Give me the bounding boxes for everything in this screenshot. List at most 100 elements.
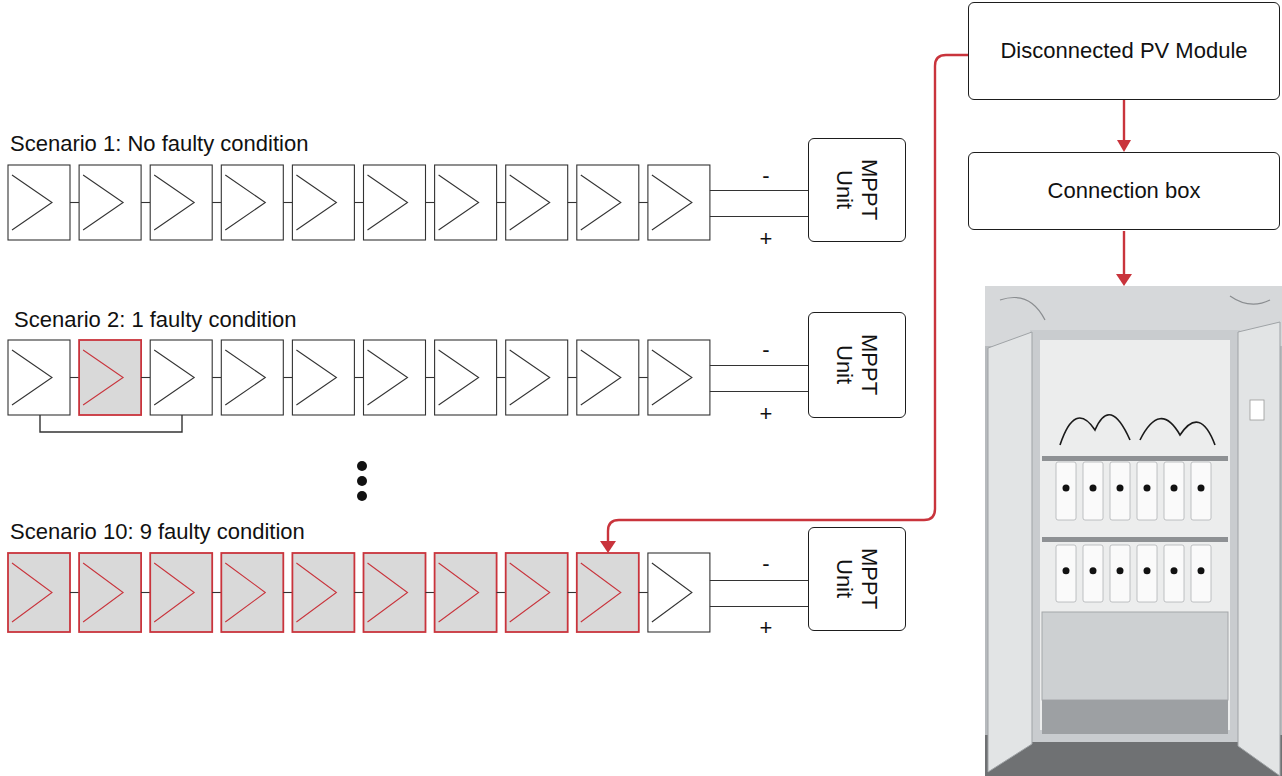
cable: [1060, 415, 1215, 445]
node-text: Connection box: [1048, 178, 1201, 204]
string-wire: [426, 202, 435, 203]
connector-dot: [1171, 567, 1178, 574]
pv-strings: [8, 165, 808, 632]
din-rail: [1042, 537, 1228, 542]
junction-box: [1191, 462, 1211, 520]
faulty-pv-module: [577, 553, 639, 632]
polarity-sign: -: [754, 551, 778, 576]
node-text: MPPT Unit: [832, 538, 883, 620]
string-wire: [141, 592, 150, 593]
pv-module: [435, 165, 497, 240]
pointer-line: [1123, 231, 1125, 276]
arrow-head: [1117, 140, 1131, 152]
string-wire: [639, 202, 648, 203]
bypass-bracket: [40, 415, 182, 432]
output-wire: [710, 391, 808, 392]
info-box: Disconnected PV Module: [968, 2, 1280, 100]
string-wire: [426, 377, 435, 378]
pv-module: [577, 340, 639, 415]
ellipsis-dot: [357, 491, 367, 501]
connector-dot: [1090, 485, 1097, 492]
module-chevron: [581, 350, 621, 405]
string-wire: [212, 377, 221, 378]
string-wire: [212, 592, 221, 593]
junction-box: [1056, 545, 1076, 602]
module-chevron: [439, 350, 479, 405]
photo-tree: [1000, 296, 1270, 320]
info-box: Connection box: [968, 152, 1280, 230]
connector-dot: [1198, 485, 1205, 492]
pv-module: [8, 340, 70, 415]
scenario-title: Scenario 10: 9 faulty condition: [10, 519, 305, 544]
module-chevron: [439, 563, 479, 622]
string-wire: [354, 377, 363, 378]
junction-box: [1164, 462, 1184, 520]
pv-module: [150, 340, 212, 415]
cabinet-interior: [1040, 340, 1230, 730]
faulty-pv-module: [292, 553, 354, 632]
cabinet-photo: [985, 286, 1282, 776]
pointer-line: [608, 55, 968, 543]
string-wire: [639, 592, 648, 593]
output-wire: [710, 216, 808, 217]
module-chevron: [510, 563, 550, 622]
string-wire: [283, 592, 292, 593]
pv-module: [150, 165, 212, 240]
pv-module: [648, 553, 710, 632]
arrow-head: [1116, 274, 1132, 286]
ellipsis-dot: [357, 476, 367, 486]
module-chevron: [154, 350, 194, 405]
cabinet-body: [1030, 330, 1240, 742]
string-wire: [141, 202, 150, 203]
module-chevron: [225, 350, 265, 405]
module-chevron: [510, 350, 550, 405]
module-chevron: [368, 350, 408, 405]
pv-module: [506, 165, 568, 240]
door-sticker: [1250, 400, 1264, 420]
junction-box: [1110, 545, 1130, 602]
junction-box: [1191, 545, 1211, 602]
faulty-pv-module: [79, 340, 141, 415]
pv-module: [648, 165, 710, 240]
connector-arrow: [1117, 100, 1131, 152]
module-chevron: [296, 175, 336, 230]
polarity-sign: -: [754, 163, 778, 188]
pv-module: [292, 165, 354, 240]
string-wire: [497, 202, 506, 203]
module-chevron: [83, 175, 123, 230]
module-chevron: [12, 563, 52, 622]
faulty-pv-module: [79, 553, 141, 632]
faulty-pv-module: [221, 553, 283, 632]
pv-module: [292, 340, 354, 415]
faulty-pv-module: [150, 553, 212, 632]
connector-dot: [1090, 567, 1097, 574]
connector-dot: [1063, 567, 1070, 574]
pv-module: [577, 165, 639, 240]
string-wire: [568, 592, 577, 593]
faulty-pv-module: [8, 553, 70, 632]
output-wire: [710, 365, 808, 366]
connector-dot: [1198, 567, 1205, 574]
string-wire: [70, 377, 79, 378]
junction-box: [1083, 462, 1103, 520]
polarity-sign: +: [754, 615, 778, 640]
module-chevron: [225, 175, 265, 230]
string-wire: [568, 202, 577, 203]
module-chevron: [652, 563, 692, 622]
pv-module: [364, 165, 426, 240]
string-wire: [212, 202, 221, 203]
connector-dot: [1117, 567, 1124, 574]
cabinet-door: [988, 332, 1032, 772]
arrow-head: [600, 541, 616, 553]
junction-box: [1056, 462, 1076, 520]
pv-module: [221, 165, 283, 240]
module-chevron: [154, 175, 194, 230]
string-wire: [70, 202, 79, 203]
module-chevron: [581, 175, 621, 230]
faulty-pv-module: [364, 553, 426, 632]
junction-box: [1137, 545, 1157, 602]
cabinet-floor: [1042, 700, 1228, 734]
